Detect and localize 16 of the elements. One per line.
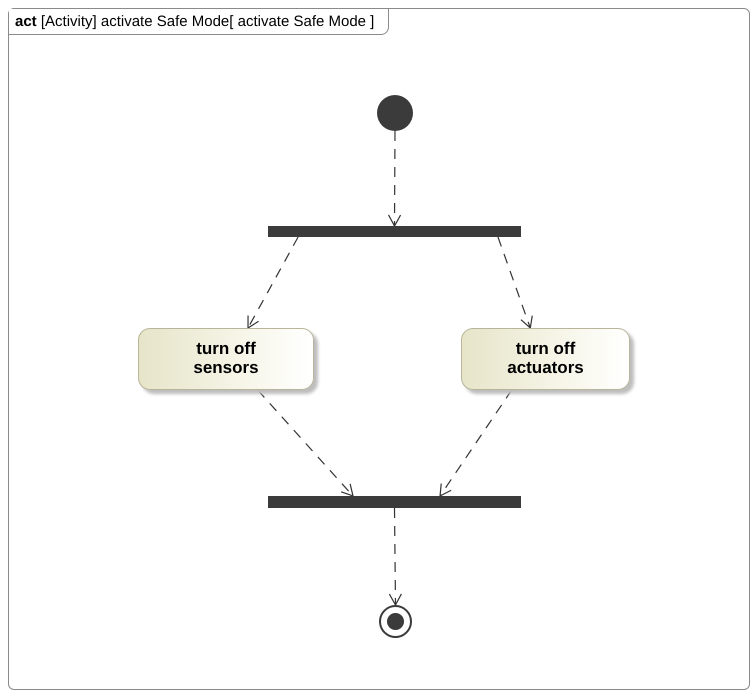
action-box [138, 328, 314, 390]
control-flow-arrow [439, 390, 512, 497]
frame-heading: act [Activity] activate Safe Mode[ activate Safe Mode ] [9, 9, 390, 35]
action-box [461, 328, 630, 390]
activity-frame [8, 8, 750, 690]
action-label: turn off actuators [506, 340, 585, 378]
control-flow-arrow [247, 236, 299, 329]
control-flow-arrow [388, 508, 402, 606]
sync-bar [268, 496, 521, 508]
control-flow-arrow [388, 131, 402, 227]
control-flow-arrow [257, 390, 354, 497]
action-label: turn off sensors [192, 340, 260, 378]
control-flow-arrow [497, 236, 533, 329]
sync-bar [268, 226, 521, 237]
final-node [379, 605, 412, 638]
initial-node [377, 95, 413, 131]
